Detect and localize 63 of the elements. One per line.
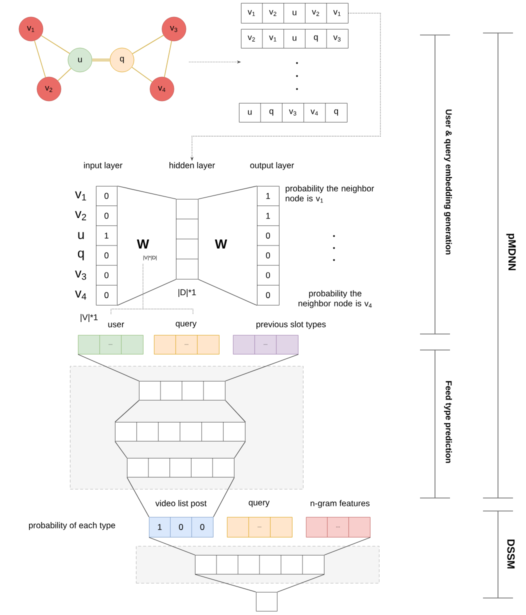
neuron-layer [127,458,234,478]
layer-label: query [248,500,270,508]
layer-label: hidden layer [170,162,215,170]
graph-node: v$_{4}$ [150,76,174,102]
graph-node: u [68,48,92,72]
layer-label: output layer [250,162,294,170]
connection-line [126,477,150,518]
row-label: u [78,232,84,240]
section-label: Feed type prediction [444,381,452,463]
layer-label: previous slot types [256,321,326,329]
row-label: q [78,250,84,260]
connection-line [213,477,235,518]
connection-line [114,441,128,458]
neuron-layer [139,380,226,400]
sequence-row: v$_{2}$ v$_{1}$ u q v$_{3}$ [241,28,348,48]
graph-edge [164,40,172,78]
graph-edge [40,35,70,54]
section-label: DSSM [507,540,515,568]
section-label: User & query embedding generation [444,110,452,254]
probability-note: probability the neighbor node is v$_{1}$ [286,185,374,203]
graph-node: v$_{3}$ [162,16,186,42]
size-label: |D|*1 [178,289,196,297]
layer-vector: 1 1 0 0 0 0 [256,186,280,306]
layer-label: video list post [155,500,207,508]
connection-line [234,441,246,458]
row-label: v$_{2}$ [75,211,86,220]
neuron-layer [115,422,246,442]
row-label: v$_{1}$ [75,191,86,200]
sequence-row: v$_{1}$ v$_{2}$ u v$_{2}$ v$_{1}$ [241,2,348,24]
layer-label: input layer [84,162,122,170]
connection-line [117,279,176,306]
layer-label: n-gram features [310,500,370,508]
connection-line [114,400,140,422]
graph-edge [131,66,153,82]
graph-node: v$_{1}$ [18,16,44,42]
connection-line [117,186,176,200]
graph-node: v$_{2}$ [36,76,62,102]
connection-line [198,279,258,306]
neuron-layer [195,554,324,574]
output-unit [256,592,278,612]
layer-vector: 0 0 1 0 0 0 [96,186,118,306]
size-label: probability of each type [29,522,116,530]
sequence-row: u q v$_{3}$ v$_{4}$ q [239,102,348,122]
weight-label: W [136,240,150,248]
connection-line [277,574,325,592]
weight-label: W [214,240,228,248]
graph-node: q [110,48,134,72]
type-vector: 1 0 0 [149,516,214,538]
size-label: |V|*1 [80,314,98,322]
row-label: v$_{4}$ [75,290,86,300]
layer-label: user [108,322,124,328]
row-label: v$_{3}$ [75,270,86,280]
connection-line [194,574,256,592]
connection-line [148,537,196,556]
layer-label: query [176,322,197,328]
connection-line [225,400,246,422]
section-label: pMDNN [506,234,516,270]
graph-edge [34,40,46,78]
connection-line [324,537,371,556]
graph-edge [92,58,110,62]
graph-edge [132,34,164,54]
graph-edge [58,68,72,82]
connection-line [198,186,258,200]
